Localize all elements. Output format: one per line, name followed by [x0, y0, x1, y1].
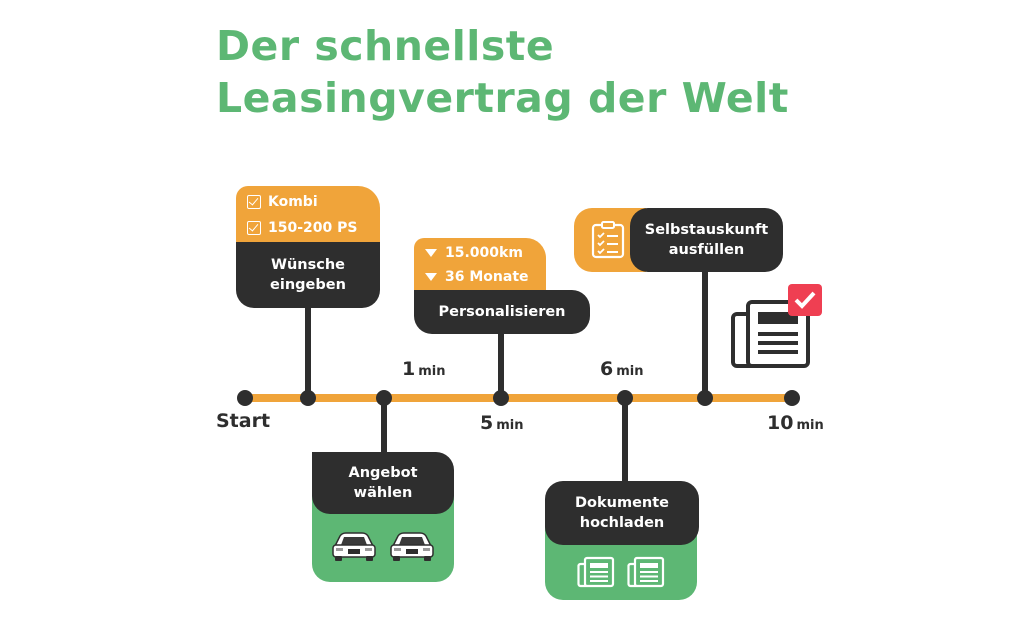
step-wuensche-box: Wünsche eingeben — [236, 242, 380, 308]
connector-angebot — [381, 398, 387, 458]
timeline-dot-angebot — [376, 390, 392, 406]
step-label: Personalisieren — [439, 302, 566, 322]
step-angebot-box: Angebot wählen — [312, 452, 454, 514]
option-row: Kombi — [247, 189, 380, 215]
step-label-line2: eingeben — [270, 275, 346, 295]
option-row: 36 Monate — [425, 265, 546, 289]
step-label-line1: Selbstauskunft — [645, 220, 768, 240]
checkbox-icon — [247, 221, 261, 235]
connector-dokumente — [622, 398, 628, 486]
connector-wuensche — [305, 300, 311, 398]
step-label-line2: wählen — [354, 483, 413, 503]
connector-selbstauskunft — [702, 268, 708, 398]
step-label-line2: hochladen — [580, 513, 665, 533]
checkbox-icon — [247, 195, 261, 209]
option-row: 15.000km — [425, 241, 546, 265]
car-icon — [389, 530, 435, 562]
timeline-dot-start — [237, 390, 253, 406]
newspaper-check-icon — [728, 284, 824, 374]
step-label-line1: Angebot — [348, 463, 417, 483]
step-dokumente-box: Dokumente hochladen — [545, 481, 699, 545]
document-icon — [577, 556, 615, 588]
step-label-line1: Wünsche — [271, 255, 345, 275]
dropdown-arrow-icon — [425, 249, 437, 257]
option-label: 36 Monate — [445, 269, 529, 285]
dropdown-arrow-icon — [425, 273, 437, 281]
car-icon — [331, 530, 377, 562]
timeline-dot-end — [784, 390, 800, 406]
timeline-dot-dokumente — [617, 390, 633, 406]
step-label-line1: Dokumente — [575, 493, 669, 513]
timeline-dot-selbstauskunft — [697, 390, 713, 406]
title-line-2: Leasingvertrag der Welt — [216, 72, 789, 124]
option-label: 15.000km — [445, 245, 523, 261]
step-selbstauskunft-box: Selbstauskunft ausfüllen — [630, 208, 783, 272]
option-label: 150-200 PS — [268, 220, 357, 236]
clipboard-icon — [591, 221, 625, 259]
document-icon — [627, 556, 665, 588]
option-row: 150-200 PS — [247, 215, 380, 241]
step-label-line2: ausfüllen — [669, 240, 744, 260]
timeline-dot-personalisieren — [493, 390, 509, 406]
title-line-1: Der schnellste — [216, 20, 789, 72]
timeline-dot-wuensche — [300, 390, 316, 406]
page-title: Der schnellste Leasingvertrag der Welt — [216, 20, 789, 124]
step-personalisieren-box: Personalisieren — [414, 290, 590, 334]
label-start: Start — [216, 410, 270, 432]
connector-personalisieren — [498, 330, 504, 398]
option-label: Kombi — [268, 194, 318, 210]
